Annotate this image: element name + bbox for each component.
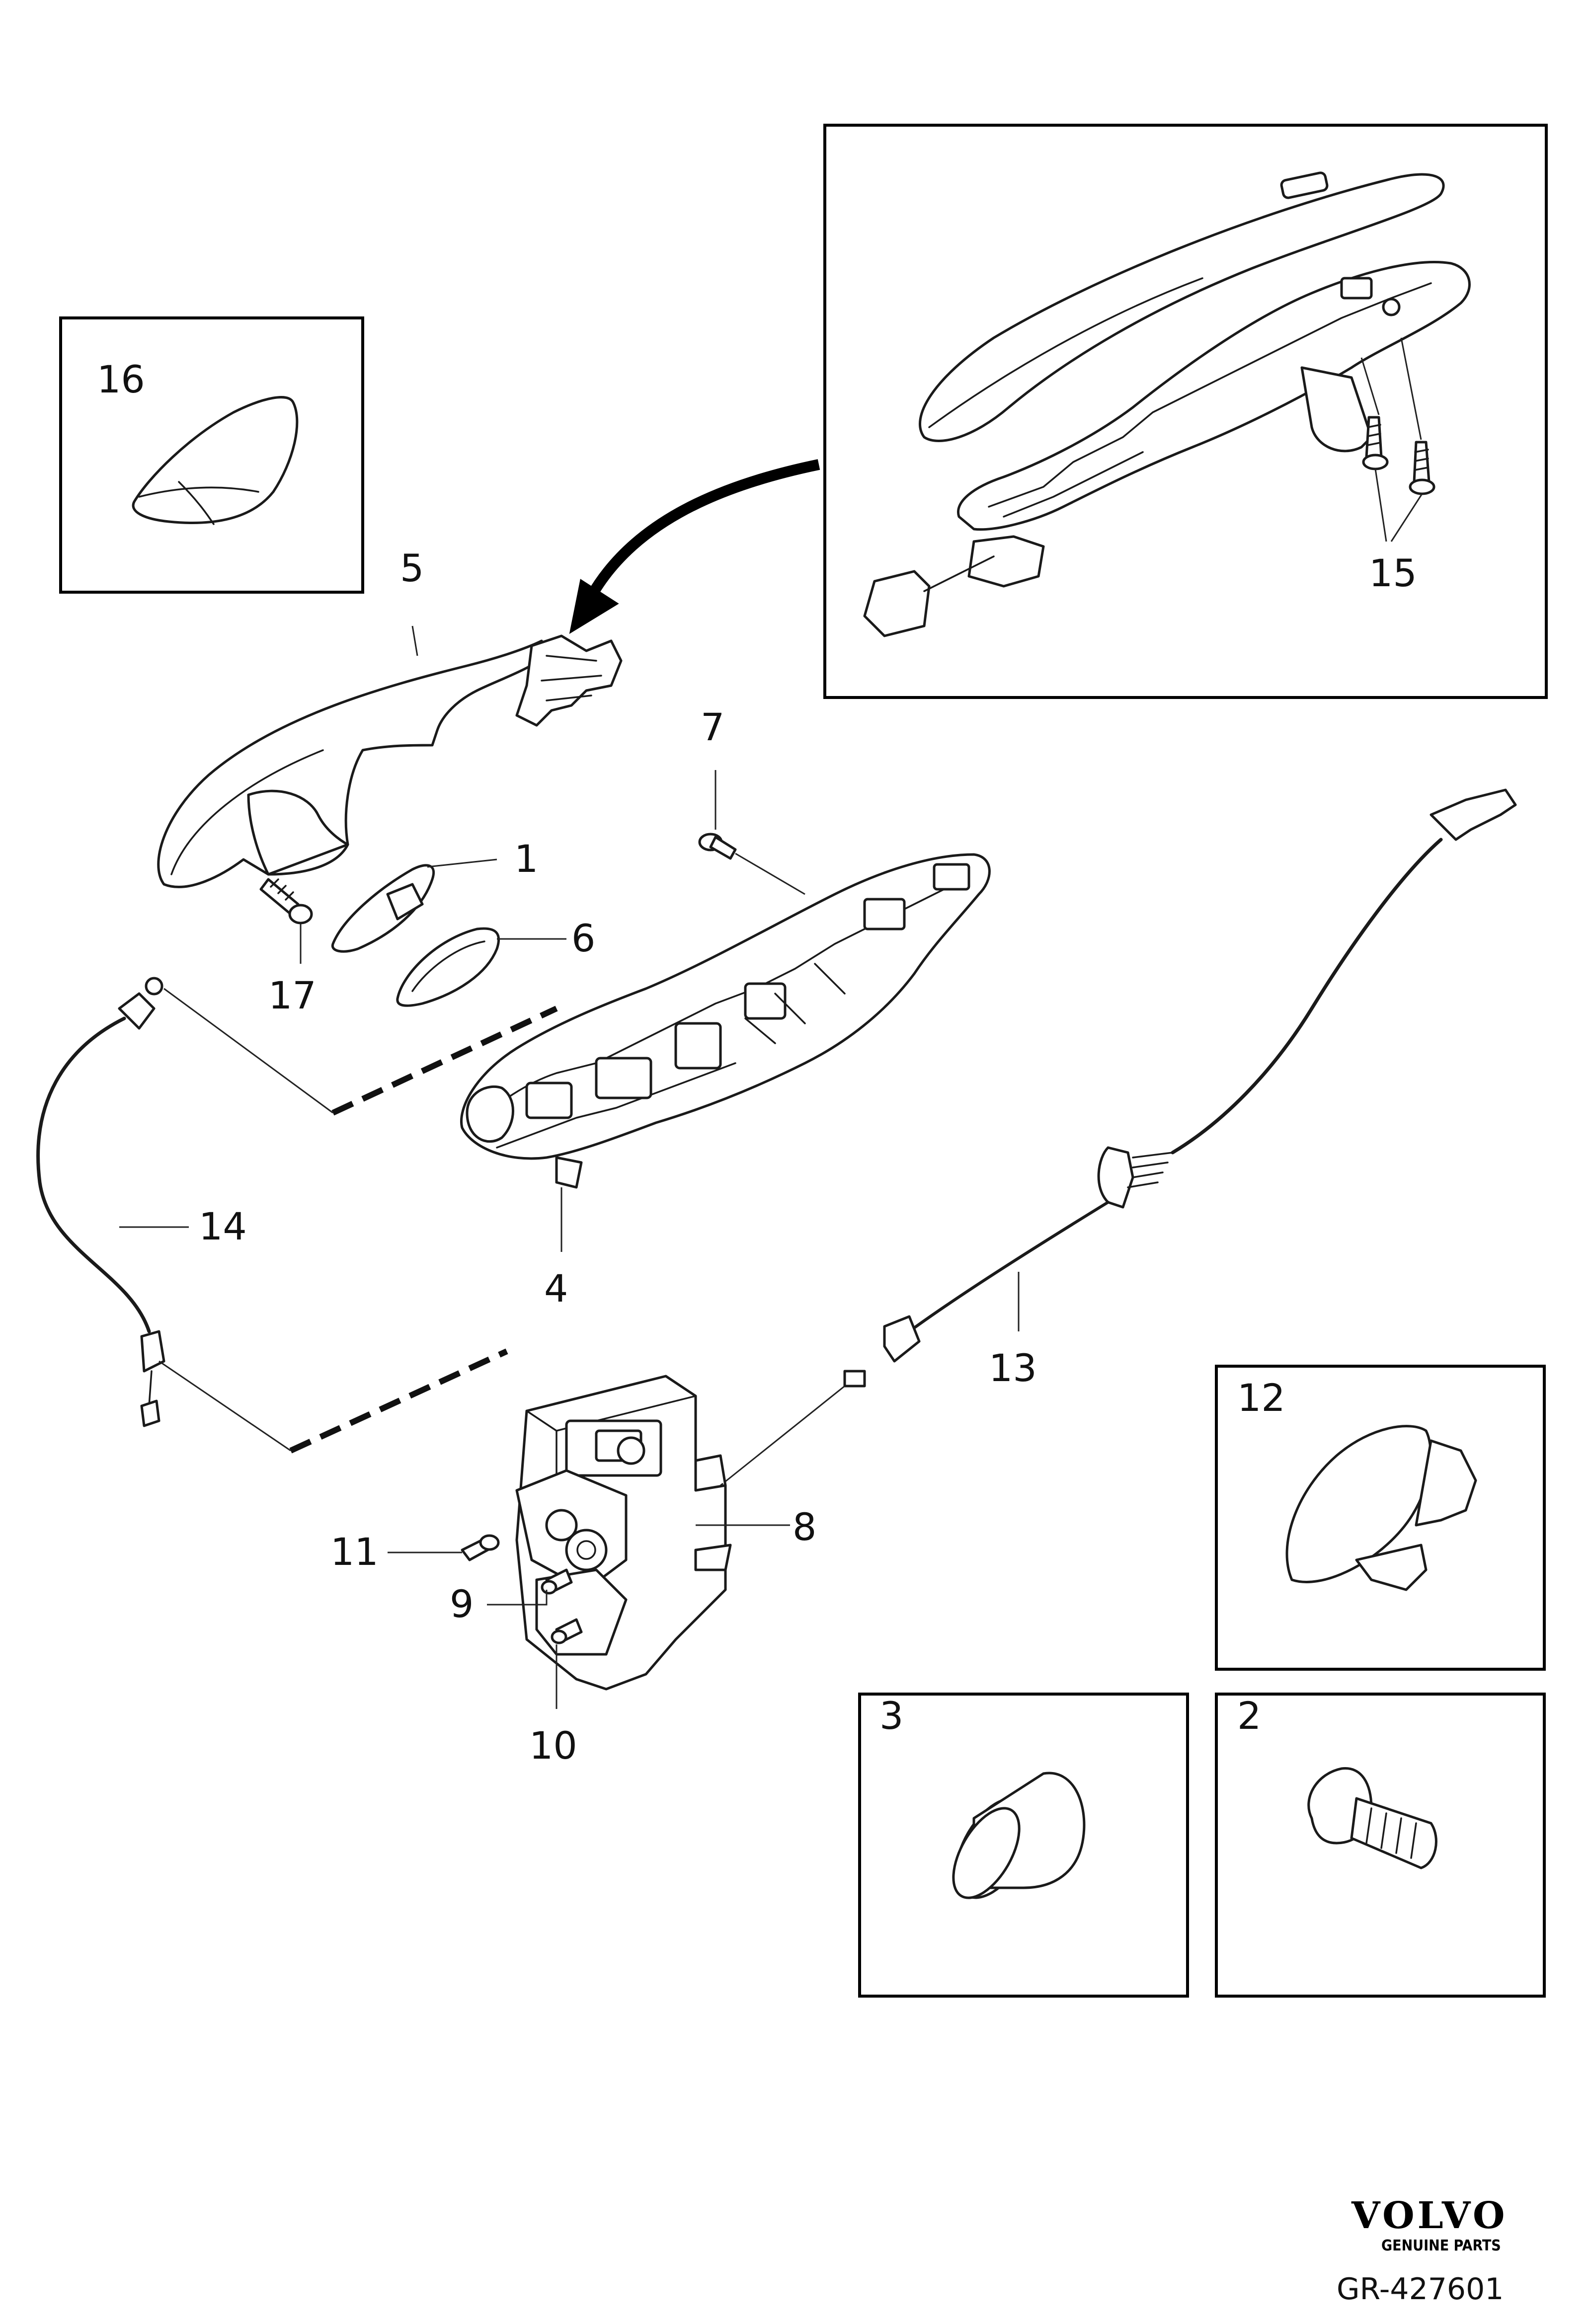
handle-carrier-4: [460, 853, 991, 1189]
gasket-6: [396, 927, 500, 1007]
callout-13: 13: [989, 1346, 1037, 1390]
callout-9: 9: [450, 1582, 474, 1626]
cable-14: [36, 977, 165, 1427]
cap-3: [952, 1772, 1086, 1899]
handle-cap-16: [132, 396, 299, 525]
screw-15b: [1409, 441, 1435, 495]
brand-tagline: GENUINE PARTS: [1381, 2237, 1501, 2254]
screw-7: [698, 833, 737, 860]
callout-17: 17: [268, 973, 317, 1017]
callout-4: 4: [544, 1266, 568, 1311]
screw-11: [461, 1534, 500, 1561]
callout-7: 7: [701, 705, 724, 749]
inset-box-3: [858, 1693, 1189, 1998]
callout-6: 6: [571, 916, 595, 960]
inset-box-16: [59, 316, 364, 594]
callout-12: 12: [1237, 1376, 1285, 1420]
cable-13: [843, 788, 1517, 1388]
inset-box-2: [1215, 1693, 1546, 1998]
reference-arrow: [586, 459, 820, 599]
callout-3: 3: [879, 1694, 903, 1738]
handle-cover-detail: [919, 171, 1445, 442]
callout-16: 16: [97, 357, 145, 401]
screw-17: [259, 878, 313, 925]
brand-logo: VOLVO: [1351, 2194, 1508, 2237]
pin-9: [541, 1568, 573, 1595]
callout-1: 1: [514, 837, 538, 881]
screw-15a: [1362, 416, 1389, 470]
screw-2: [1307, 1767, 1437, 1869]
lock-cover-1: [331, 864, 435, 953]
outer-door-handle-5: [157, 634, 623, 888]
callout-5: 5: [400, 546, 424, 590]
callout-2: 2: [1237, 1694, 1261, 1738]
callout-8: 8: [793, 1505, 816, 1549]
callout-10: 10: [529, 1723, 577, 1768]
plug-12: [1285, 1425, 1477, 1591]
callout-11: 11: [330, 1530, 379, 1574]
pin-10: [551, 1618, 583, 1644]
handle-frame-detail: [863, 261, 1471, 637]
door-lock-8: [515, 1375, 732, 1691]
connection-dash-upper: [331, 1006, 558, 1116]
inset-box-12: [1215, 1365, 1546, 1671]
callout-14: 14: [199, 1204, 247, 1248]
inset-box-handle-detail: [823, 124, 1548, 699]
connection-dash-lower: [289, 1348, 508, 1454]
callout-15: 15: [1369, 551, 1417, 595]
drawing-number: GR-427601: [1337, 2272, 1504, 2307]
